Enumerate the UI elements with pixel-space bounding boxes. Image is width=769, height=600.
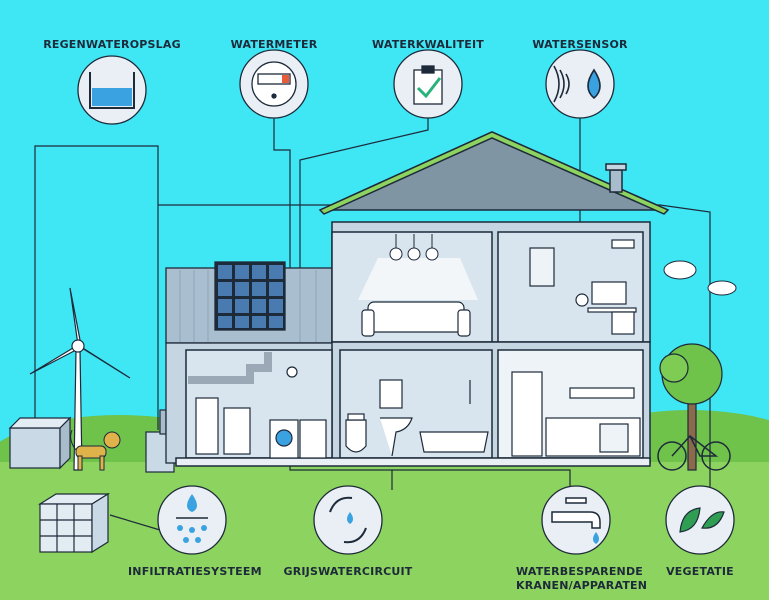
label-water-quality: WATERKWALITEIT: [372, 38, 484, 51]
faucet-icon: [551, 497, 601, 544]
tree: [659, 343, 723, 471]
icon-infiltration-crate: [37, 492, 111, 554]
leaves-icon: [679, 507, 725, 533]
label-water-saving-taps-line1: WATERBESPARENDE: [516, 565, 644, 578]
water-meter-icon: [251, 61, 297, 107]
label-water-sensor: WATERSENSOR: [532, 38, 628, 51]
label-rainwater-storage: REGENWATEROPSLAG: [43, 38, 181, 51]
label-water-saving-taps-line2: KRANEN/APPARATEN: [516, 579, 648, 592]
bathroom: [345, 379, 489, 457]
icon-taps: [541, 485, 611, 555]
recycle-drops-icon: [329, 496, 367, 544]
icon-greywater: [313, 485, 383, 555]
icon-waterquality: [393, 49, 463, 119]
bicycle: [657, 434, 731, 471]
sofa: [361, 301, 471, 337]
ceiling-lamps: [358, 234, 478, 300]
water-tank-icon: [89, 72, 135, 109]
clipboard-check-icon: [413, 65, 443, 105]
icon-watermeter: [239, 49, 309, 119]
kitchen: [511, 371, 641, 457]
clouds: [663, 260, 737, 296]
rain-barrel: [8, 416, 72, 470]
label-water-meter: WATERMETER: [230, 38, 318, 51]
icon-rainwater: [77, 55, 147, 125]
icon-infiltration: [157, 485, 227, 555]
sensor-drop-icon: [553, 65, 601, 103]
label-vegetation: VEGETATIE: [666, 565, 734, 578]
label-greywater-circuit: GRIJSWATERCIRCUIT: [283, 565, 413, 578]
icon-watersensor: [545, 49, 615, 119]
icon-vegetation: [665, 485, 735, 555]
office-desk: [529, 239, 637, 335]
label-infiltration-system: INFILTRATIESYSTEEM: [128, 565, 262, 578]
infiltration-icon: [176, 494, 208, 543]
dog: [70, 429, 121, 471]
utility-room: [188, 352, 327, 459]
